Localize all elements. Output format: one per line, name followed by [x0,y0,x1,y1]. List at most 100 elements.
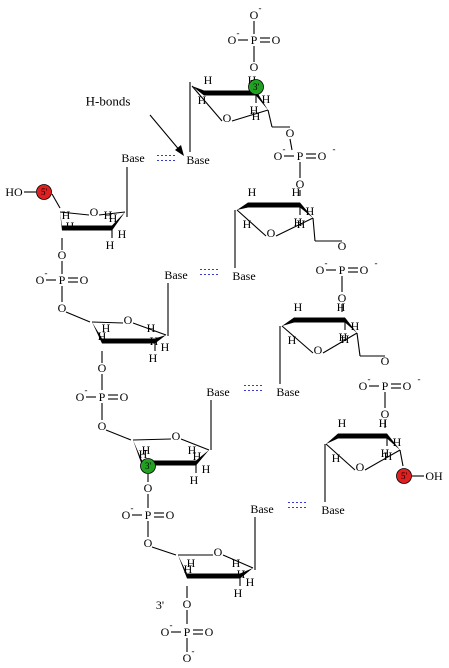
hydrogen-label: H [62,208,71,222]
ring-bond [222,554,254,569]
ring-bond [364,449,401,471]
base-label: Base [321,503,344,517]
oxygen-label: O [166,508,175,522]
oxygen-label: O [205,625,214,639]
charge-label: - [131,503,134,513]
ring-bond [325,443,356,471]
phosphorus-label: P [184,625,191,639]
hydrogen-label: H [332,451,341,465]
wedge-bond [112,212,125,231]
oxygen-label: O [381,407,390,421]
hydrogen-label: H [147,321,156,335]
hydrogen-label: H [306,204,315,218]
bond-line [65,311,91,323]
ring-bond [132,438,172,441]
phosphorus-label: P [99,390,106,404]
oxygen-label: O [381,354,390,368]
ring-bond [59,211,90,216]
oxygen-label: O [250,60,259,74]
hydrogen-label: H [337,300,346,314]
charge-label: - [283,144,286,154]
oxygen-label: O [183,651,192,665]
bond-line [51,193,61,209]
wedge-bond [196,450,209,466]
bond-line [105,429,132,441]
hydrogen-label: H [237,567,246,581]
hydrogen-label: H [341,332,350,346]
hydrogen-label: H [150,334,159,348]
charge-label: - [85,385,88,395]
base-label: Base [206,385,229,399]
wedge-bond [387,433,400,450]
three-prime-marker [140,458,156,474]
base-label: Base [276,385,299,399]
phosphorus-label: P [59,273,66,287]
charge-label: - [45,268,48,278]
oxygen-label: O [144,536,153,550]
oxygen-label: O [80,273,89,287]
hydrogen-label: H [66,219,75,233]
wedge-bond [300,202,313,218]
hydrogen-label: H [246,575,255,589]
oxygen-label: O [36,273,45,287]
hydrogen-label: H [104,208,113,222]
base-label: Base [164,268,187,282]
hydrogen-label: H [198,93,207,107]
hydrogen-label: H [248,73,257,87]
bond-line [289,138,293,151]
wedge-bond [237,202,248,210]
charge-label: - [333,144,336,154]
hydrogen-label: H [118,227,127,241]
hydrogen-label: H [139,447,148,461]
hydrogen-label: H [393,435,402,449]
charge-label: - [170,620,173,630]
hydrogen-label: H [188,443,197,457]
oxygen-label: O [76,390,85,404]
hydrogen-label: H [379,416,388,430]
oxygen-label: O [403,379,412,393]
oxygen-label: O [318,149,327,163]
ring-oxygen-label: O [223,111,232,125]
phosphorus-label: P [145,508,152,522]
phosphorus-label: P [382,379,389,393]
three-prime-end-label: 3' [156,598,164,612]
ring-bond [98,211,126,216]
charge-label: - [418,374,421,384]
hydrogen-label: H [102,321,111,335]
hydrogen-label: H [106,238,115,252]
hydrogen-label: H [234,586,243,600]
oxygen-label: O [338,291,347,305]
hbonds-pointer [149,114,182,153]
bond-line [151,546,177,556]
hydrogen-label: H [142,443,151,457]
wedge-bond [133,440,142,466]
hydrogen-label: H [381,446,390,460]
ring-bond [322,332,358,354]
oxygen-label: O [183,597,192,611]
base-label: Base [121,151,144,165]
ring-oxygen-label: O [90,205,99,219]
oxygen-label: O [161,625,170,639]
oxygen-label: O [98,361,107,375]
wedge-bond [192,86,204,96]
three-prime-label: 3' [253,82,260,92]
hydroxyl-label: HO [5,185,23,199]
phosphorus-label: P [339,263,346,277]
oxygen-label: O [338,239,347,253]
five-prime-label: 5' [401,471,408,481]
oxygen-label: O [296,177,305,191]
wedge-bond [326,433,338,444]
ring-bond [275,217,314,237]
base-label: Base [250,502,273,516]
three-prime-marker [248,79,264,95]
phosphorus-label: P [251,33,258,47]
charge-label: - [237,28,240,38]
wedge-bond [92,322,102,344]
hydroxyl-label: OH [425,469,443,483]
base-label: Base [186,153,209,167]
base-label: Base [232,269,255,283]
hydrogen-label: H [98,329,107,343]
hydrogen-label: H [248,185,257,199]
